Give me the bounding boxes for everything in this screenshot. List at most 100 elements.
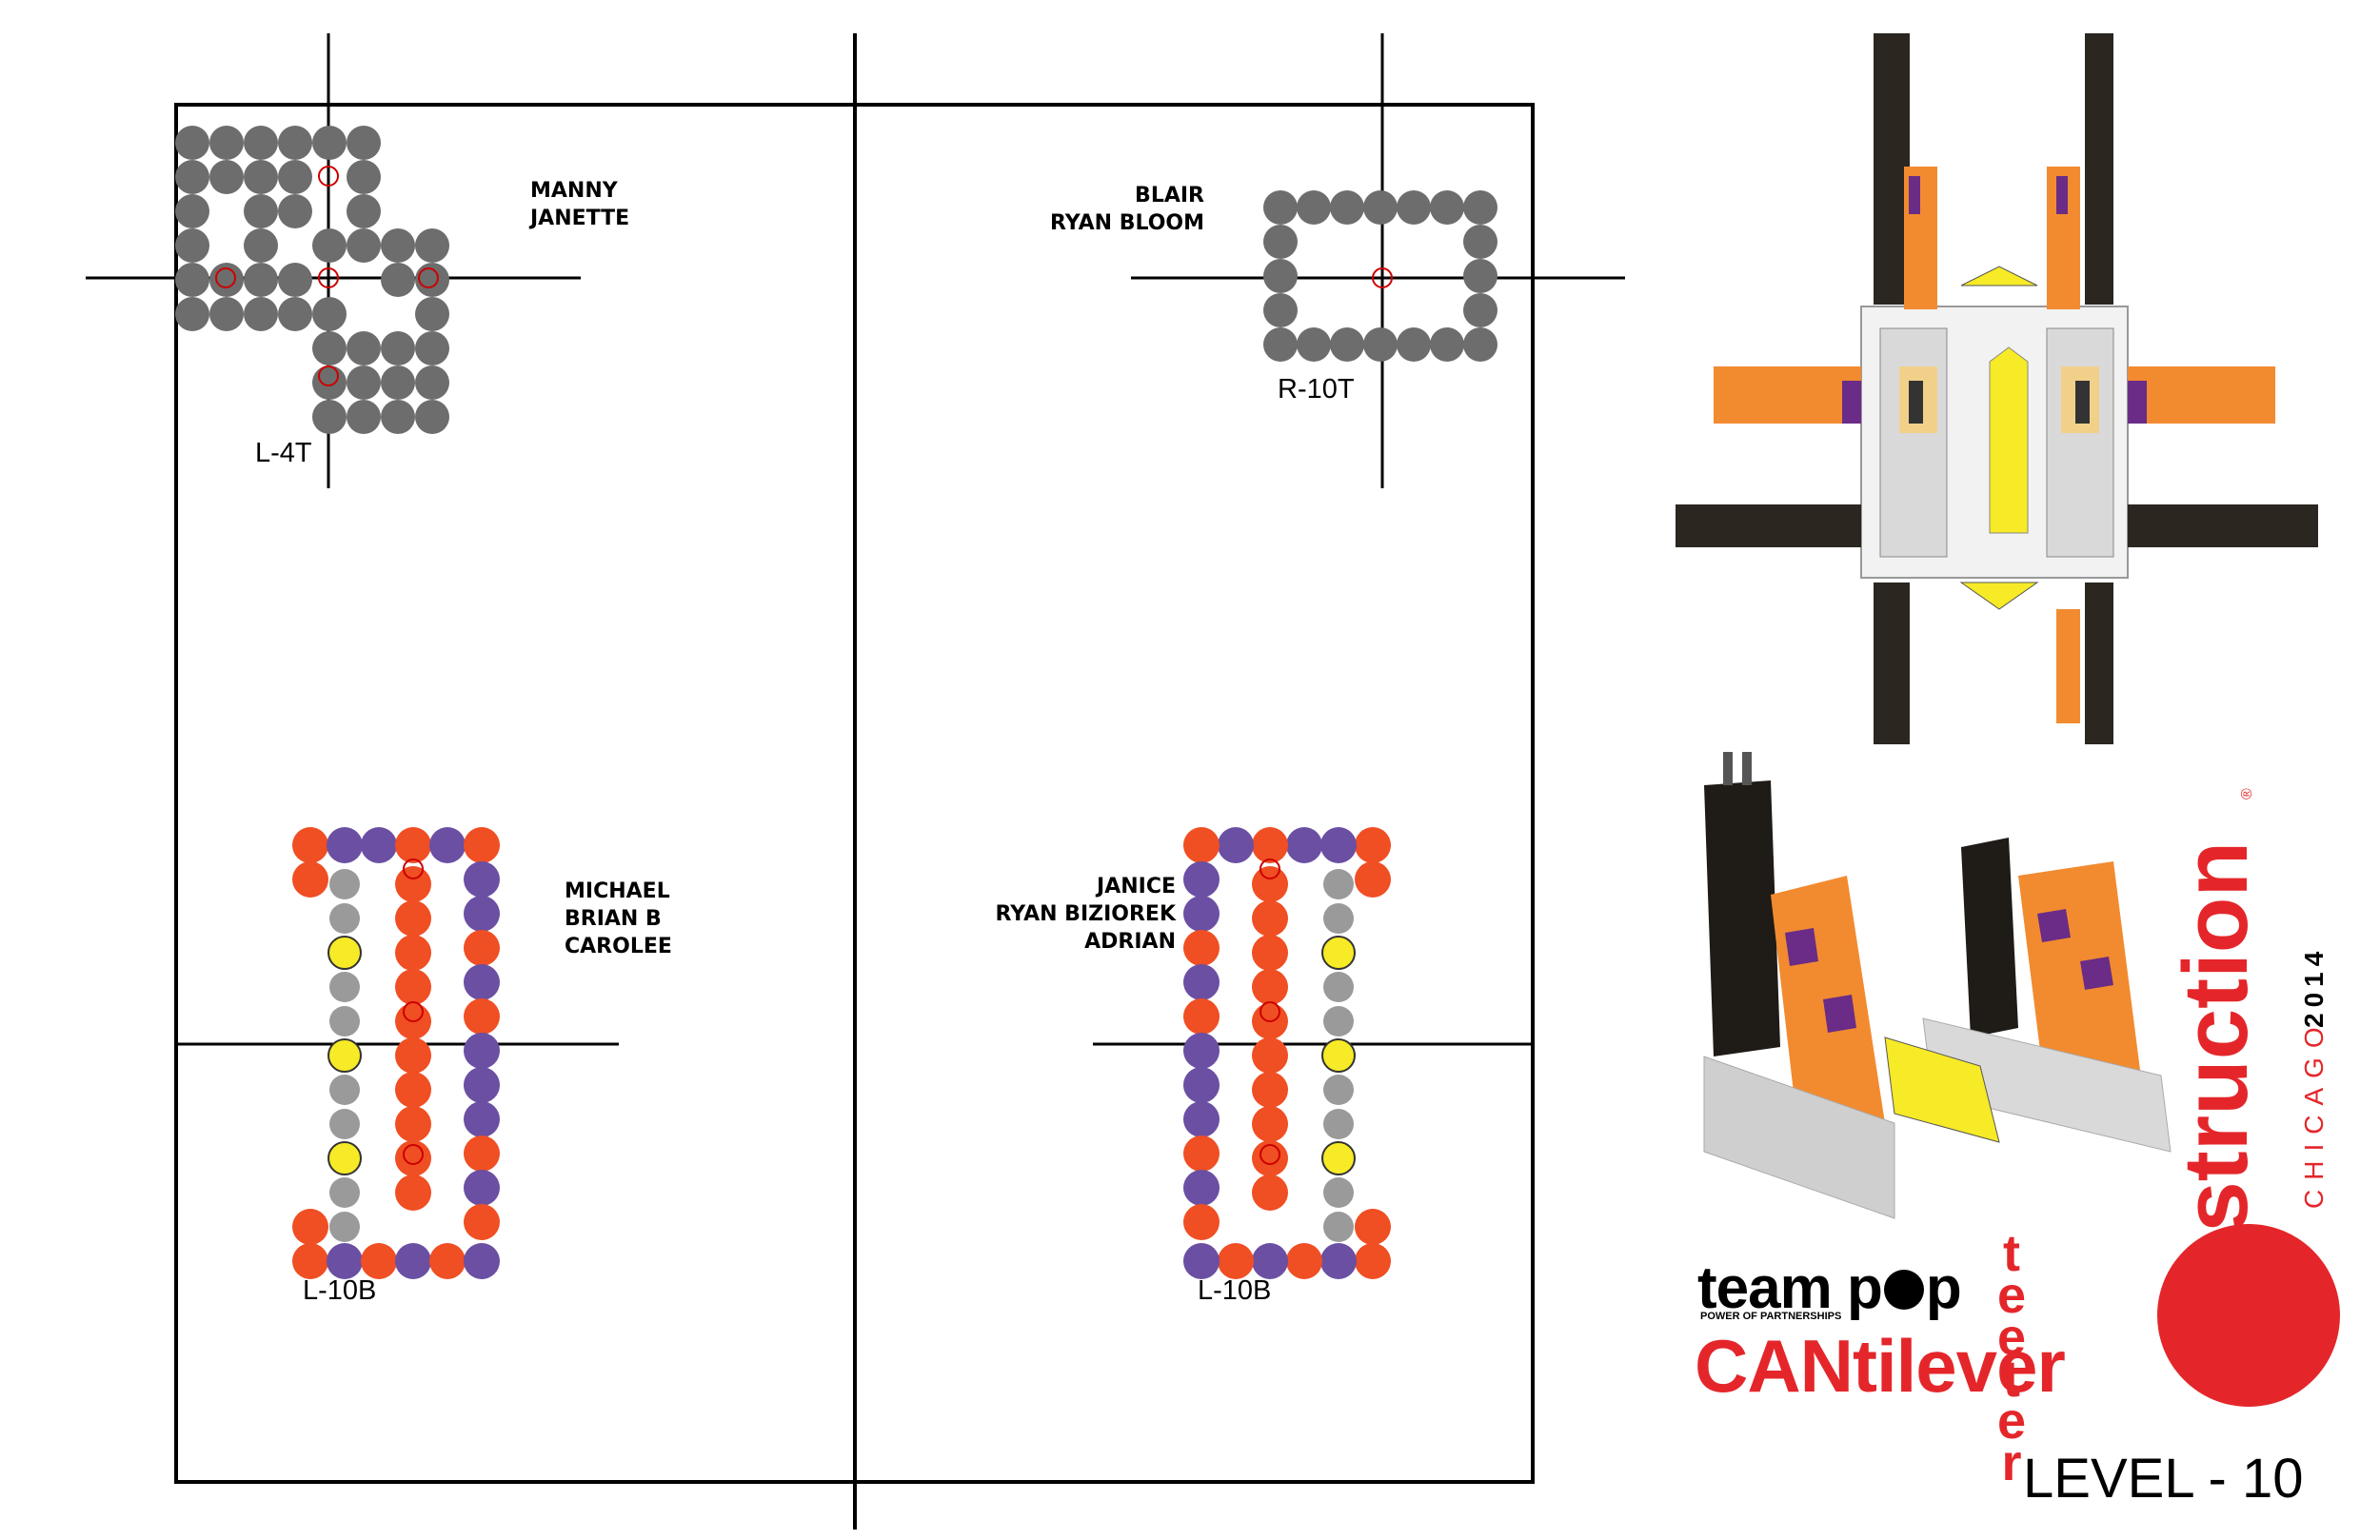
can	[1263, 293, 1298, 327]
perspective-rendering	[1703, 752, 2172, 1219]
can	[1252, 1106, 1288, 1142]
can	[395, 1243, 431, 1279]
can	[464, 1170, 500, 1206]
can	[381, 331, 415, 365]
vertical-letter: e	[1996, 1267, 2027, 1324]
can	[278, 263, 312, 297]
can	[312, 331, 347, 365]
can	[415, 365, 449, 400]
can	[415, 297, 449, 331]
support-marker	[1372, 267, 1393, 288]
can	[292, 861, 328, 898]
can	[1463, 327, 1497, 362]
names-l4t: MANNY JANETTE	[530, 177, 629, 232]
can	[1323, 1109, 1354, 1139]
can	[347, 228, 381, 263]
can	[329, 869, 360, 899]
name-line: BLAIR	[1135, 184, 1204, 207]
canstruction-logo-circle	[2157, 1224, 2340, 1407]
support-marker	[403, 1001, 424, 1022]
can	[329, 903, 360, 934]
page-title: LEVEL - 10	[2023, 1448, 2304, 1510]
name-line: BRIAN B	[565, 907, 662, 931]
can	[312, 228, 347, 263]
org-name: canstruction	[2165, 841, 2267, 1390]
can	[1321, 1038, 1356, 1073]
can	[1363, 327, 1398, 362]
can	[415, 331, 449, 365]
can-cluster-l10b-right	[1183, 827, 1391, 1279]
can	[1183, 1243, 1220, 1279]
can	[395, 1106, 431, 1142]
team-name-suffix: p	[1925, 1255, 1962, 1321]
can	[381, 400, 415, 434]
can	[292, 1209, 328, 1245]
can	[1330, 190, 1364, 225]
team-name: team p	[1697, 1255, 1883, 1321]
can	[347, 400, 381, 434]
can	[347, 365, 381, 400]
can	[1183, 1135, 1220, 1172]
can	[1252, 1037, 1288, 1074]
can	[1320, 1243, 1357, 1279]
support-marker	[1259, 859, 1280, 879]
org-year: 2014	[2299, 946, 2329, 1028]
vertical-letter: t	[2003, 1351, 2020, 1408]
can	[1397, 327, 1431, 362]
can	[1323, 1075, 1354, 1105]
canstruction-wordmark: canstruction CHICAGO 2014 ®	[2165, 788, 2329, 1390]
org-city: CHICAGO	[2299, 1017, 2329, 1209]
can	[209, 126, 244, 160]
can	[1463, 190, 1497, 225]
can-cluster-l10b-left	[292, 827, 500, 1279]
names-l10b-right: JANICE RYAN BIZIOREK ADRIAN	[966, 873, 1176, 956]
can	[1252, 1072, 1288, 1108]
can	[464, 861, 500, 898]
support-marker	[403, 1144, 424, 1165]
can	[1323, 903, 1354, 934]
can	[1321, 1141, 1356, 1175]
can	[1183, 1033, 1220, 1069]
can	[1252, 1243, 1288, 1279]
can	[395, 969, 431, 1005]
can	[464, 1135, 500, 1172]
name-line: RYAN BIZIOREK	[995, 902, 1176, 926]
vertical-letter: r	[2001, 1434, 2022, 1491]
can	[1297, 327, 1331, 362]
section-tag-r10t: R-10T	[1278, 374, 1355, 405]
can	[329, 1075, 360, 1105]
can	[327, 827, 363, 863]
can	[175, 263, 209, 297]
can-cluster-l4t	[175, 126, 449, 434]
can	[312, 297, 347, 331]
name-line: JANETTE	[530, 207, 630, 230]
can	[1323, 869, 1354, 899]
can	[347, 160, 381, 194]
can	[312, 365, 347, 400]
project-name: CANtilever	[1695, 1324, 2066, 1408]
can	[1355, 827, 1391, 863]
can	[244, 194, 278, 228]
team-tagline: POWER OF PARTNERSHIPS	[1700, 1311, 1842, 1322]
can	[1252, 900, 1288, 937]
can	[175, 297, 209, 331]
can	[327, 1038, 362, 1073]
can	[329, 1006, 360, 1037]
section-tag-l4t: L-4T	[255, 438, 312, 468]
can	[381, 365, 415, 400]
can	[1430, 190, 1464, 225]
can	[1430, 327, 1464, 362]
can	[1252, 1175, 1288, 1211]
can	[395, 1175, 431, 1211]
can	[1363, 190, 1398, 225]
can	[1286, 1243, 1322, 1279]
can	[1321, 936, 1356, 970]
can	[278, 160, 312, 194]
can	[1183, 1067, 1220, 1103]
support-marker	[215, 267, 236, 288]
can	[429, 827, 466, 863]
can	[1355, 861, 1391, 898]
can	[464, 930, 500, 966]
can	[329, 1109, 360, 1139]
can	[395, 866, 431, 902]
